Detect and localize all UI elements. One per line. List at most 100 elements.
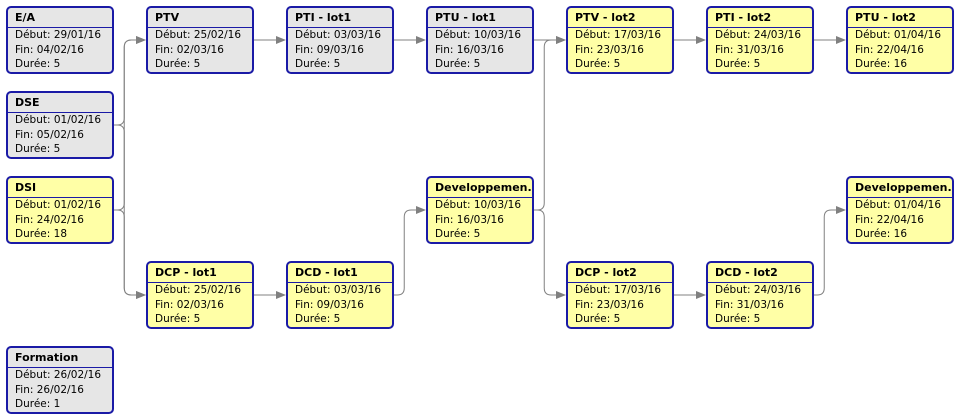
- start-label: Début:: [295, 284, 331, 296]
- task-end: Fin: 31/03/16: [708, 43, 812, 58]
- task-duration: Durée: 5: [8, 142, 112, 157]
- start-label: Début:: [855, 199, 891, 211]
- end-value: 02/03/16: [176, 298, 224, 311]
- task-title: PTI - lot2: [708, 8, 812, 28]
- duration-value: 5: [333, 313, 341, 325]
- duration-value: 5: [473, 58, 481, 70]
- start-value: 03/03/16: [333, 284, 382, 296]
- start-value: 10/03/16: [473, 29, 522, 41]
- duration-value: 5: [53, 143, 61, 155]
- end-label: Fin:: [15, 43, 34, 56]
- start-value: 24/03/16: [753, 29, 802, 41]
- start-label: Début:: [435, 29, 471, 41]
- task-start: Début: 17/03/16: [568, 28, 672, 43]
- duration-label: Durée:: [15, 143, 51, 155]
- task-title: PTV - lot2: [568, 8, 672, 28]
- task-title: DSI: [8, 178, 112, 198]
- task-duration: Durée: 5: [8, 57, 112, 72]
- task-end: Fin: 02/03/16: [148, 298, 252, 313]
- task-start: Début: 01/04/16: [848, 28, 952, 43]
- task-end: Fin: 02/03/16: [148, 43, 252, 58]
- task-duration: Durée: 5: [428, 227, 532, 242]
- task-start: Début: 24/03/16: [708, 28, 812, 43]
- duration-value: 5: [193, 58, 201, 70]
- start-value: 01/02/16: [53, 114, 102, 126]
- end-value: 05/02/16: [36, 128, 84, 141]
- task-duration: Durée: 5: [708, 312, 812, 327]
- task-start: Début: 01/02/16: [8, 198, 112, 213]
- duration-value: 5: [613, 313, 621, 325]
- duration-label: Durée:: [575, 58, 611, 70]
- task-duration: Durée: 5: [148, 57, 252, 72]
- task-duration: Durée: 5: [428, 57, 532, 72]
- duration-label: Durée:: [155, 313, 191, 325]
- task-start: Début: 10/03/16: [428, 28, 532, 43]
- duration-value: 16: [893, 58, 908, 70]
- duration-label: Durée:: [15, 228, 51, 240]
- task-start: Début: 24/03/16: [708, 283, 812, 298]
- link-dse-to-dcp1: [114, 124, 146, 299]
- task-duration: Durée: 5: [288, 312, 392, 327]
- end-label: Fin:: [15, 213, 34, 226]
- end-value: 04/02/16: [36, 43, 84, 56]
- link-dsi-to-ptv1: [114, 36, 146, 211]
- duration-label: Durée:: [575, 313, 611, 325]
- start-value: 25/02/16: [193, 284, 242, 296]
- duration-value: 5: [53, 58, 61, 70]
- task-title: PTV: [148, 8, 252, 28]
- duration-value: 5: [753, 58, 761, 70]
- start-label: Début:: [295, 29, 331, 41]
- end-value: 16/03/16: [456, 43, 504, 56]
- task-end: Fin: 22/04/16: [848, 213, 952, 228]
- task-duration: Durée: 5: [708, 57, 812, 72]
- duration-label: Durée:: [295, 313, 331, 325]
- task-end: Fin: 31/03/16: [708, 298, 812, 313]
- task-start: Début: 10/03/16: [428, 198, 532, 213]
- task-start: Début: 01/02/16: [8, 113, 112, 128]
- task-start: Début: 01/04/16: [848, 198, 952, 213]
- duration-value: 5: [613, 58, 621, 70]
- duration-value: 5: [473, 228, 481, 240]
- end-value: 22/04/16: [876, 213, 924, 226]
- end-value: 24/02/16: [36, 213, 84, 226]
- start-value: 01/02/16: [53, 199, 102, 211]
- start-label: Début:: [15, 369, 51, 381]
- task-start: Début: 17/03/16: [568, 283, 672, 298]
- start-value: 10/03/16: [473, 199, 522, 211]
- task-title: Developpemen...: [848, 178, 952, 198]
- end-value: 26/02/16: [36, 383, 84, 396]
- duration-label: Durée:: [155, 58, 191, 70]
- duration-label: Durée:: [715, 58, 751, 70]
- task-end: Fin: 09/03/16: [288, 298, 392, 313]
- task-end: Fin: 23/03/16: [568, 298, 672, 313]
- task-title: PTI - lot1: [288, 8, 392, 28]
- duration-label: Durée:: [855, 228, 891, 240]
- task-title: PTU - lot1: [428, 8, 532, 28]
- task-title: DCD - lot1: [288, 263, 392, 283]
- end-label: Fin:: [155, 43, 174, 56]
- duration-label: Durée:: [435, 228, 471, 240]
- start-label: Début:: [15, 199, 51, 211]
- start-label: Début:: [435, 199, 471, 211]
- end-value: 09/03/16: [316, 298, 364, 311]
- task-title: PTU - lot2: [848, 8, 952, 28]
- task-title: DSE: [8, 93, 112, 113]
- duration-value: 18: [53, 228, 68, 240]
- start-value: 25/02/16: [193, 29, 242, 41]
